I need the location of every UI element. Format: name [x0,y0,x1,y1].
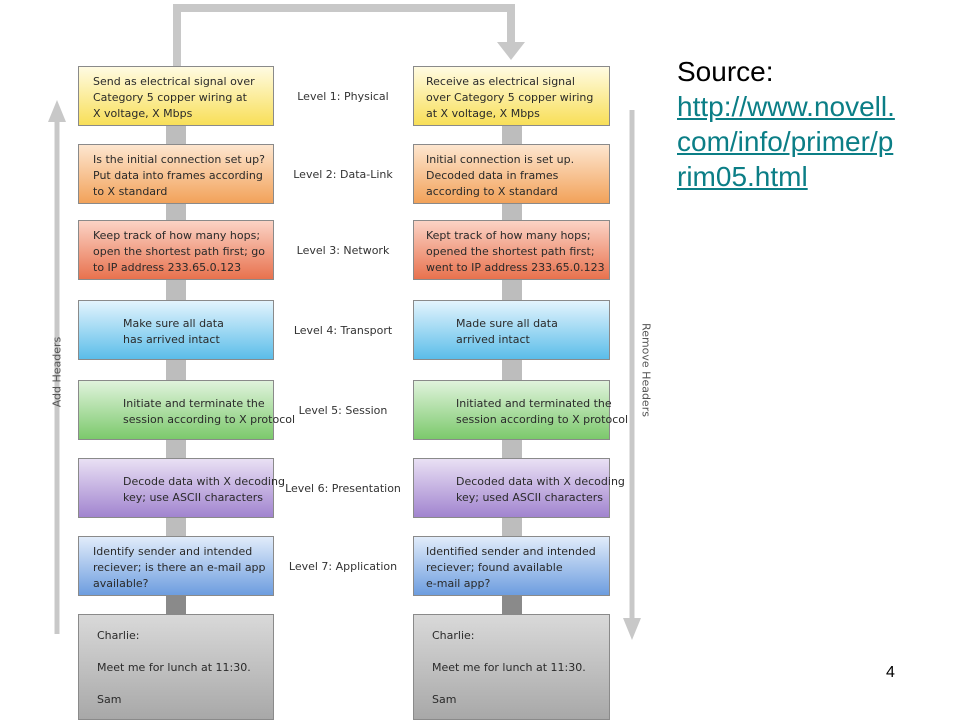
receive-connector-4 [501,360,522,380]
receive-layer-5-line-2: session according to X protocol [456,413,629,426]
sender-signature: Sam [97,693,122,706]
source-url-line-2: com/info/primer/p [677,126,894,157]
send-layer-7-line-1: Identify sender and intended [93,545,253,558]
add-headers-label: Add Headers [50,336,64,408]
receive-layer-2-line-1: Initial connection is set up. [426,153,575,166]
send-layer-7-box: Identify sender and intended reciever; is… [78,536,274,596]
add-headers-arrowhead [48,100,66,122]
receiver-greeting: Charlie: [432,629,475,642]
sender-message-box: Charlie: Meet me for lunch at 11:30. Sam [78,614,274,720]
send-layer-6-box: Decode data with X decoding key; use ASCI… [78,458,285,518]
send-layer-2-line-1: Is the initial connection set up? [93,153,265,166]
receive-layer-7-line-1: Identified sender and intended [426,545,596,558]
send-connector-6 [166,518,186,536]
send-layer-3-line-1: Keep track of how many hops; [93,229,261,242]
source-link[interactable]: http://www.novell. com/info/primer/p rim… [677,89,895,194]
receive-connector-3 [501,280,522,300]
receive-layer-6-box: Decoded data with X decoding key; used AS… [413,458,625,518]
page-number: 4 [886,664,895,681]
send-layer-7-line-2: reciever; is there an e-mail app [93,561,266,574]
send-layer-2-line-2: Put data into frames according [93,169,263,182]
receive-layer-4-line-1: Made sure all data [456,317,558,330]
receive-layer-7-box: Identified sender and intended reciever; … [413,536,610,596]
receive-layer-7-line-3: e-mail app? [426,577,491,590]
send-layer-6-line-2: key; use ASCII characters [123,491,264,504]
remove-headers-label: Remove Headers [639,323,653,417]
receive-layer-1-line-3: at X voltage, X Mbps [426,107,540,120]
receive-layer-1-line-1: Receive as electrical signal [426,75,575,88]
sender-body: Meet me for lunch at 11:30. [97,661,251,674]
level-2-label: Level 2: Data-Link [293,168,393,181]
send-layer-1-line-3: X voltage, X Mbps [93,107,193,120]
level-7-label: Level 7: Application [288,560,398,573]
receive-layer-3-line-3: went to IP address 233.65.0.123 [426,261,605,274]
receive-layer-3-line-1: Kept track of how many hops; [426,229,591,242]
send-layer-5-line-1: Initiate and terminate the [123,397,265,410]
receive-layer-2-box: Initial connection is set up. Decoded dat… [413,144,610,204]
send-layer-4-line-2: has arrived intact [123,333,220,346]
receiver-message-box: Charlie: Meet me for lunch at 11:30. Sam [413,614,610,720]
send-layer-1-line-1: Send as electrical signal over [93,75,255,88]
source-url-line-3: rim05.html [677,161,808,192]
top-connector-arrowhead [497,42,525,60]
send-connector-5 [166,440,186,458]
remove-headers-arrowhead [623,618,641,640]
receive-layer-3-box: Kept track of how many hops; opened the s… [413,220,610,280]
send-layer-2-line-3: to X standard [93,185,168,198]
send-layer-4-line-1: Make sure all data [123,317,224,330]
receive-layer-2-line-2: Decoded data in frames [426,169,559,182]
receive-layer-1-line-2: over Category 5 copper wiring [426,91,594,104]
source-url-line-1: http://www.novell. [677,91,895,122]
send-layer-6-line-1: Decode data with X decoding [123,475,285,488]
receive-layer-5-line-1: Initiated and terminated the [456,397,612,410]
receive-connector-7 [501,596,522,614]
receive-layer-4-box: Made sure all data arrived intact [413,300,610,360]
sender-greeting: Charlie: [97,629,140,642]
source-label: Source: [677,56,774,87]
source-citation: Source: http://www.novell. com/info/prim… [677,54,895,194]
receive-layer-7-line-2: reciever; found available [426,561,563,574]
receive-layer-1-box: Receive as electrical signal over Categor… [413,66,610,126]
send-layer-3-line-3: to IP address 233.65.0.123 [93,261,242,274]
send-layer-2-box: Is the initial connection set up? Put dat… [78,144,274,204]
receive-layer-6-line-1: Decoded data with X decoding [456,475,625,488]
receive-layer-2-line-3: according to X standard [426,185,558,198]
receive-connector-2 [501,204,522,220]
send-layer-4-box: Make sure all data has arrived intact [78,300,274,360]
level-5-label: Level 5: Session [298,404,388,417]
send-layer-7-line-3: available? [93,577,149,590]
level-6-label: Level 6: Presentation [285,482,401,495]
receiver-signature: Sam [432,693,457,706]
send-layer-3-box: Keep track of how many hops; open the sho… [78,220,274,280]
send-connector-3 [166,280,186,300]
top-connector-line [173,4,515,66]
level-3-label: Level 3: Network [296,244,390,257]
send-layer-1-line-2: Category 5 copper wiring at [93,91,247,104]
receive-connector-5 [501,440,522,458]
send-layer-5-box: Initiate and terminate the session accord… [78,380,295,440]
send-layer-5-line-2: session according to X protocol [123,413,296,426]
send-connector-4 [166,360,186,380]
receive-layer-5-box: Initiated and terminated the session acco… [413,380,628,440]
receive-layer-6-line-2: key; used ASCII characters [456,491,603,504]
receive-layer-4-line-2: arrived intact [456,333,530,346]
level-4-label: Level 4: Transport [293,324,393,337]
receive-connector-1 [501,126,522,144]
level-1-label: Level 1: Physical [297,90,389,103]
receiver-body: Meet me for lunch at 11:30. [432,661,586,674]
send-connector-2 [166,204,186,220]
send-connector-7 [166,596,186,614]
receive-connector-6 [501,518,522,536]
send-connector-1 [166,126,186,144]
receive-layer-3-line-2: opened the shortest path first; [426,245,595,258]
send-layer-3-line-2: open the shortest path first; go [93,245,265,258]
